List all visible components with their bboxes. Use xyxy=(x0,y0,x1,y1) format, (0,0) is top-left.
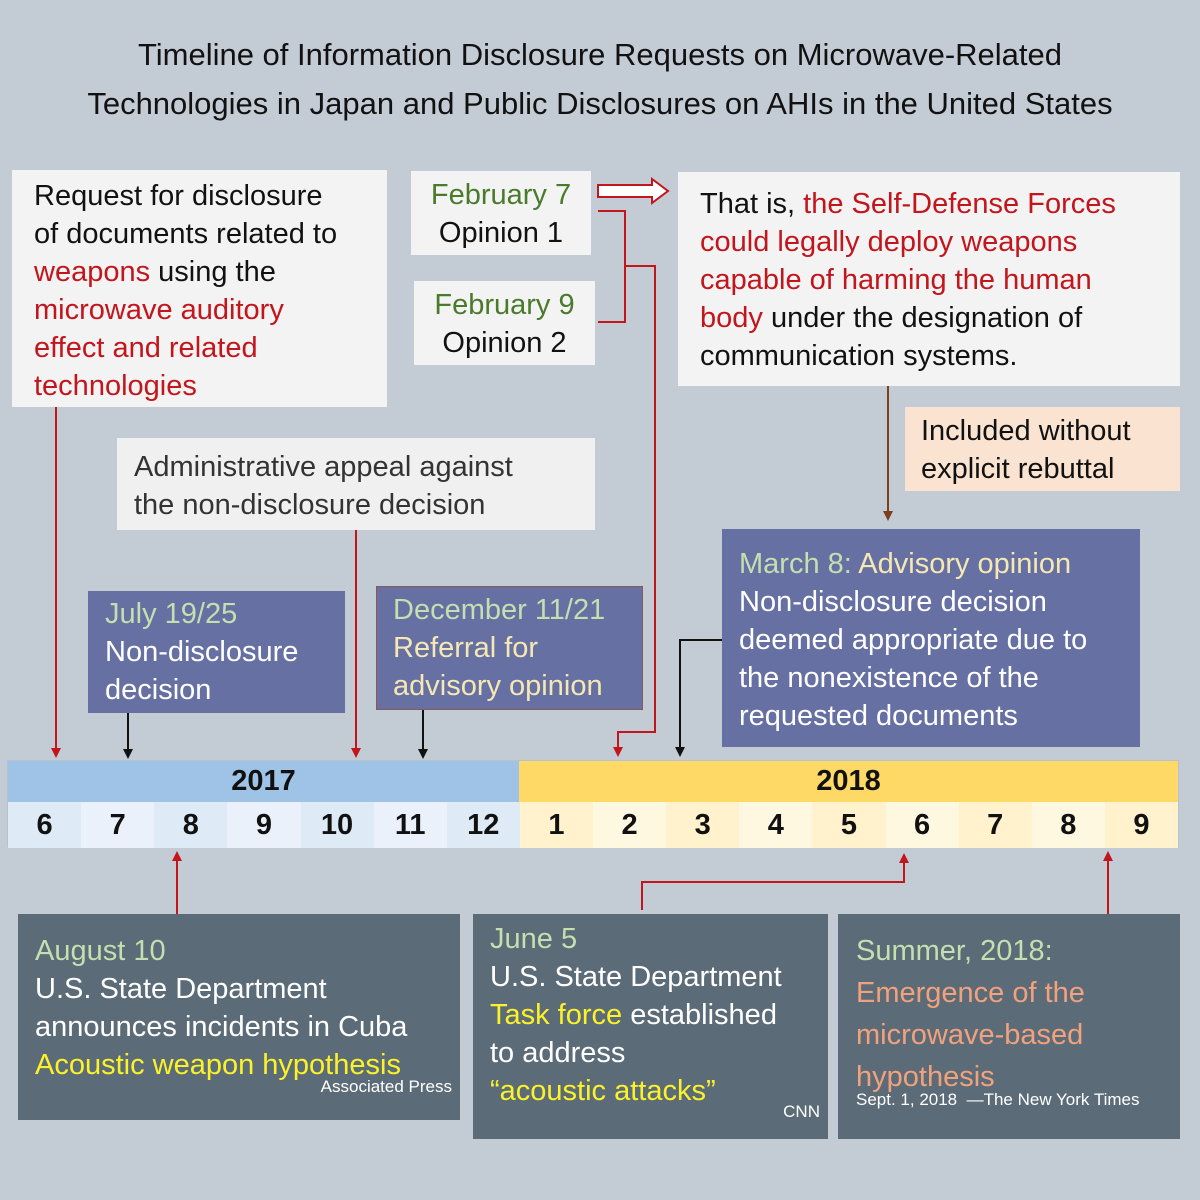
source-associated-press: Associated Press xyxy=(320,1077,452,1096)
year-2018: 2018 xyxy=(519,761,1178,802)
title-line-1: Timeline of Information Disclosure Reque… xyxy=(137,37,1063,72)
month-2018-2: 2 xyxy=(593,802,667,848)
december-box: December 11/21 Referral for advisory opi… xyxy=(376,586,643,710)
month-2017-6: 6 xyxy=(8,802,82,848)
july-box: July 19/25 Non-disclosure decision xyxy=(88,591,345,713)
month-2018-4: 4 xyxy=(739,802,813,848)
month-2018-9: 9 xyxy=(1104,802,1178,848)
conclusion-box: That is, the Self-Defense Forces could l… xyxy=(678,172,1180,386)
arrow-opinions xyxy=(598,210,626,323)
month-2017-10: 10 xyxy=(300,802,374,848)
page-title: Timeline of Information Disclosure Reque… xyxy=(0,30,1200,128)
opinion-2-box: February 9 Opinion 2 xyxy=(414,281,595,365)
month-2017-11: 11 xyxy=(373,802,447,848)
month-2017-8: 8 xyxy=(154,802,228,848)
month-2018-7: 7 xyxy=(958,802,1032,848)
month-2017-9: 9 xyxy=(227,802,301,848)
source-new-york-times: Sept. 1, 2018 —The New York Times xyxy=(856,1090,1140,1109)
hollow-arrow xyxy=(597,177,670,205)
june-box: June 5 U.S. State Department Task force … xyxy=(473,914,828,1139)
request-box: Request for disclosure of documents rela… xyxy=(12,170,387,407)
timeline-years: 2017 2018 xyxy=(8,761,1178,802)
month-2018-3: 3 xyxy=(666,802,740,848)
source-cnn: CNN xyxy=(783,1102,820,1121)
march-box: March 8: Advisory opinion Non-disclosure… xyxy=(722,529,1140,747)
summer-box: Summer, 2018: Emergence of the microwave… xyxy=(838,914,1180,1139)
month-2017-7: 7 xyxy=(81,802,155,848)
arrow-march xyxy=(675,639,722,757)
august-box: August 10 U.S. State Department announce… xyxy=(18,914,460,1120)
month-2018-5: 5 xyxy=(812,802,886,848)
arrow-june xyxy=(641,853,909,910)
month-2017-12: 12 xyxy=(446,802,520,848)
opinion-1-box: February 7 Opinion 1 xyxy=(411,171,591,255)
year-2017: 2017 xyxy=(8,761,520,802)
month-2018-6: 6 xyxy=(885,802,959,848)
rebuttal-box: Included without explicit rebuttal xyxy=(905,407,1180,491)
appeal-box: Administrative appeal against the non-di… xyxy=(117,438,595,530)
title-line-2: Technologies in Japan and Public Disclos… xyxy=(87,86,1113,121)
month-2018-1: 1 xyxy=(519,802,593,848)
month-2018-8: 8 xyxy=(1031,802,1105,848)
